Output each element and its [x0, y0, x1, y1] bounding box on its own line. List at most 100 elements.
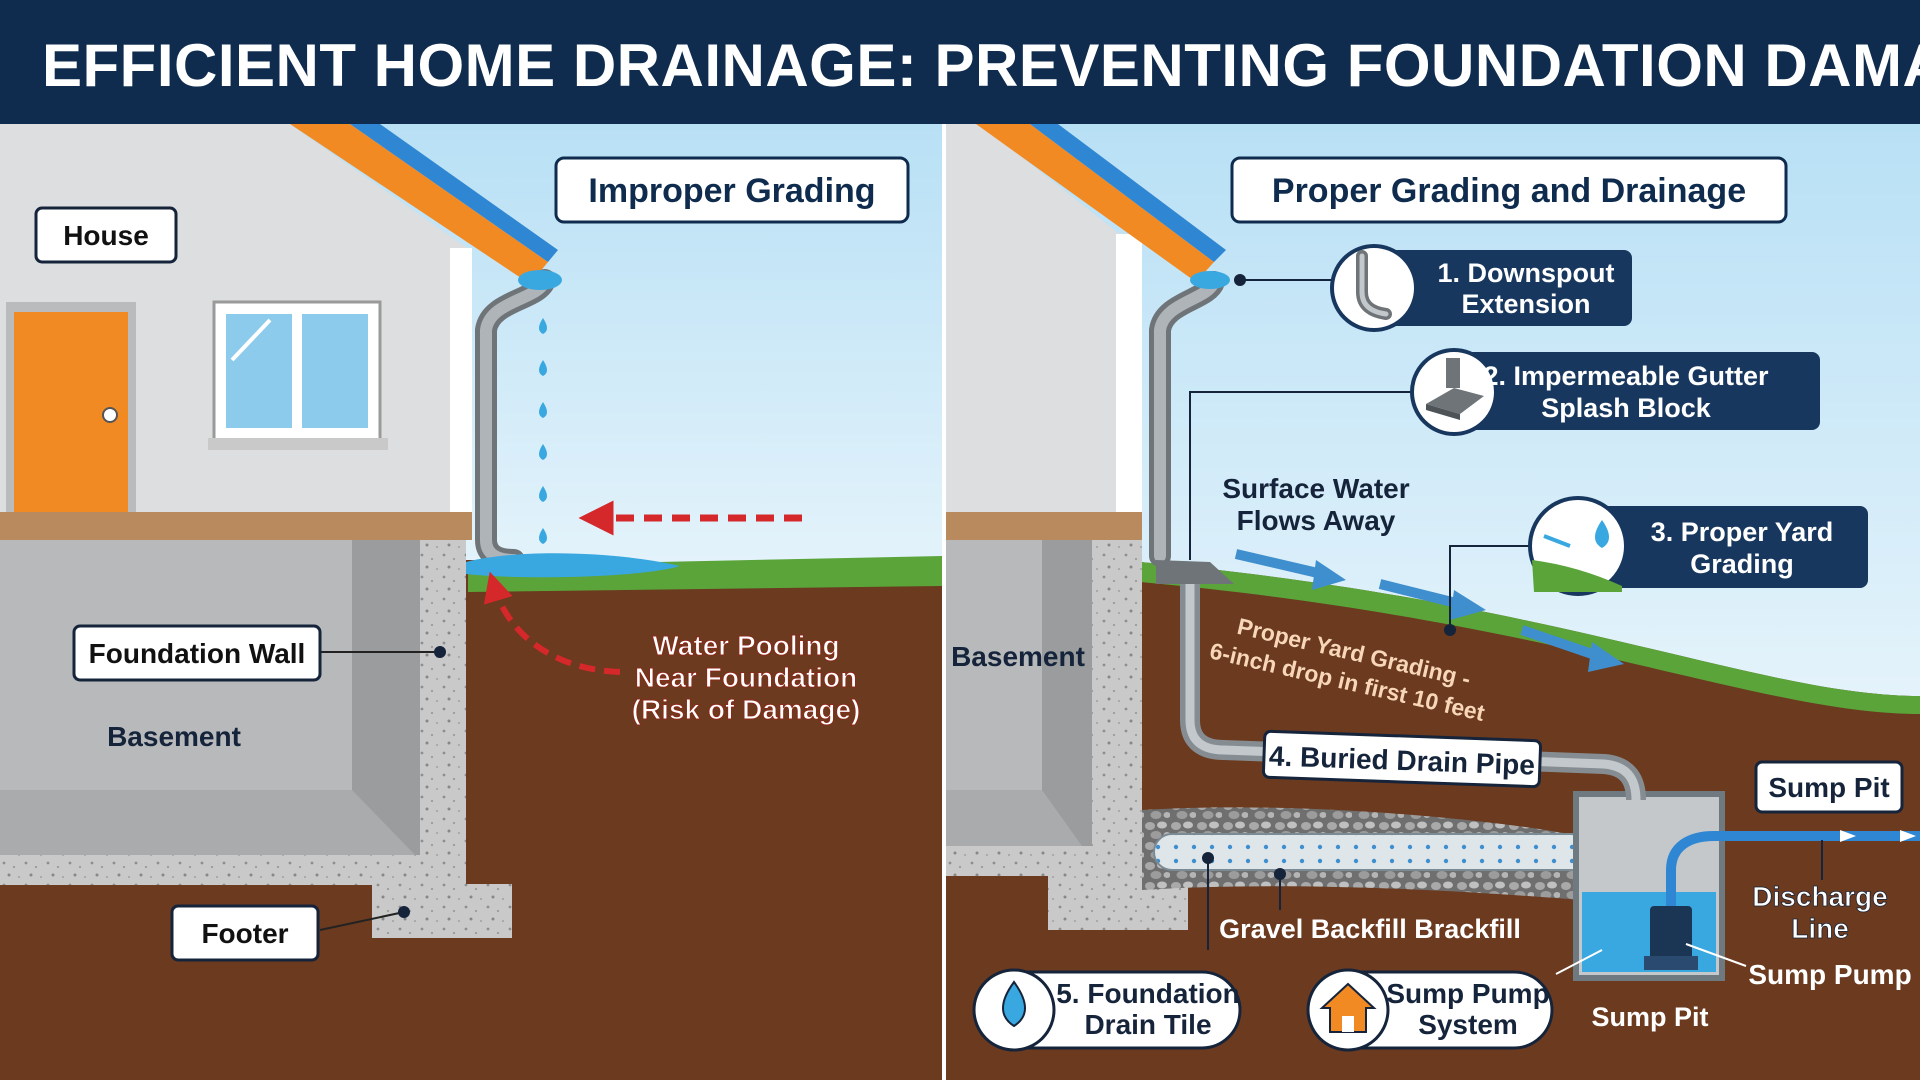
window-glare [230, 318, 272, 362]
callout3-line2: Grading [1690, 549, 1794, 579]
callout1-line1: 1. Downspout [1438, 258, 1615, 288]
left-slab [0, 855, 466, 885]
improper-grading-heading: Improper Grading [588, 172, 875, 210]
pooling-text-line1: Water Pooling [652, 630, 839, 661]
left-gutter-edge [350, 124, 558, 262]
left-basement-side [352, 540, 420, 860]
right-slab [946, 846, 1142, 876]
pooling-text-line3: (Risk of Damage) [632, 694, 861, 725]
water-drop-slope-icon [1532, 520, 1622, 592]
foundation-wall-label-box [72, 624, 322, 682]
foundation-wall-label: Foundation Wall [89, 638, 306, 669]
callout3-leader [1449, 545, 1534, 630]
left-panel: Improper Grading House Foundation Wall B… [0, 124, 942, 1080]
sump-pit-box-label: Sump Pit [1768, 772, 1889, 803]
right-gutter-edge [1030, 124, 1226, 262]
splash-block [1156, 560, 1234, 584]
falling-water-drops [539, 318, 547, 544]
footer-leader-dot [398, 906, 410, 918]
sill-plate [0, 512, 472, 540]
callout3-box [1570, 506, 1868, 588]
gravel-leader-dot [1274, 868, 1286, 880]
door-knob [102, 407, 118, 423]
sump-pump-leader [1685, 943, 1747, 967]
house-label-box [34, 206, 178, 264]
right-panel: Proper Grading and Drainage Surface Wate… [946, 124, 1920, 1080]
left-basement-label: Basement [107, 721, 241, 752]
discharge-line-pipe [1666, 831, 1920, 906]
left-roof-fascia [290, 124, 548, 284]
right-basement-back-wall [946, 540, 1042, 790]
callout1-line2: Extension [1461, 289, 1590, 319]
left-foundation-wall [420, 540, 466, 880]
page-title: EFFICIENT HOME DRAINAGE: PREVENTING FOUN… [42, 32, 1920, 99]
seepage-arrow [483, 571, 621, 675]
right-house-wall [946, 124, 1140, 512]
water-drop-icon [1002, 980, 1026, 1028]
sump-pump-label: Sump Pump [1748, 959, 1911, 990]
callout2-box [1448, 352, 1820, 430]
surface-flow-arrow-2-head [1450, 590, 1486, 620]
discharge-line2: Line [1791, 913, 1849, 944]
drain-tile-line2: Drain Tile [1084, 1009, 1211, 1040]
surface-water-line1: Surface Water [1222, 473, 1409, 504]
sump-system-line2: System [1418, 1009, 1518, 1040]
drain-tile-line1: 5. Foundation [1056, 978, 1240, 1009]
water-puddle [466, 553, 680, 578]
left-footer [372, 884, 512, 938]
proper-grading-heading: Proper Grading and Drainage [1272, 172, 1746, 210]
discharge-line1: Discharge [1752, 881, 1887, 912]
proper-grading-box [1230, 156, 1788, 224]
right-corner-trim [1116, 234, 1142, 512]
improper-grading-box [554, 156, 910, 224]
downspout-elbow-icon [1356, 250, 1392, 320]
left-gutter-water [518, 270, 562, 290]
right-foundation-wall [1092, 540, 1142, 880]
callout3-line1: 3. Proper Yard [1651, 517, 1834, 547]
discharge-flow-arrow-2 [1900, 830, 1916, 842]
panel-divider [942, 124, 946, 1080]
buried-drain-pipe-highlight [1185, 584, 1641, 801]
footer-label-box [170, 904, 320, 962]
surface-flow-arrow-1 [1234, 549, 1324, 579]
left-corner-trim [450, 248, 472, 512]
drain-tile-leader-dot [1202, 852, 1214, 864]
window-sill [208, 438, 388, 450]
surface-flow-arrow-3-head [1588, 642, 1624, 672]
splash-block-icon [1426, 358, 1484, 420]
sump-pump-base [1644, 956, 1698, 970]
footer-leader [319, 911, 405, 931]
callout2-leader [1189, 391, 1412, 560]
callout1-leader-dot [1234, 274, 1246, 286]
footer-label: Footer [201, 918, 288, 949]
house-icon-door [1342, 1016, 1354, 1032]
sump-system-line1: Sump Pump [1386, 978, 1549, 1009]
foundation-drain-tile-pipe [1153, 833, 1601, 871]
buried-pipe-label-box [1261, 729, 1543, 789]
surface-flow-arrow-1-head [1312, 560, 1346, 590]
window-pane-right [302, 314, 368, 428]
right-basement-side [1042, 540, 1092, 860]
sump-system-leader [1555, 949, 1603, 975]
discharge-flow-arrow-1 [1840, 830, 1856, 842]
surface-water-line2: Flows Away [1237, 505, 1396, 536]
callout1-badge [1330, 244, 1418, 332]
right-basement-label: Basement [951, 641, 1085, 672]
surface-flow-arrow-2 [1378, 579, 1462, 609]
callout2-line2: Splash Block [1541, 393, 1712, 423]
callout3-leader-dot [1444, 624, 1456, 636]
foundation-wall-leader-dot [434, 646, 446, 658]
gravel-label: Gravel Backfill Brackfill [1219, 914, 1521, 944]
header-bar [0, 0, 1920, 124]
right-gutter-water [1190, 271, 1230, 289]
sump-pump-unit [1650, 906, 1692, 968]
sump-pit-label: Sump Pit [1591, 1002, 1708, 1032]
right-sill-plate [946, 512, 1142, 540]
house-label: House [63, 220, 149, 251]
surface-flow-arrow-3 [1520, 625, 1600, 661]
sump-pit-label-box [1754, 760, 1904, 814]
callout2-line1: 2. Impermeable Gutter [1483, 361, 1769, 391]
right-roof-fascia [976, 124, 1214, 282]
pooling-text-line2: Near Foundation [635, 662, 857, 693]
